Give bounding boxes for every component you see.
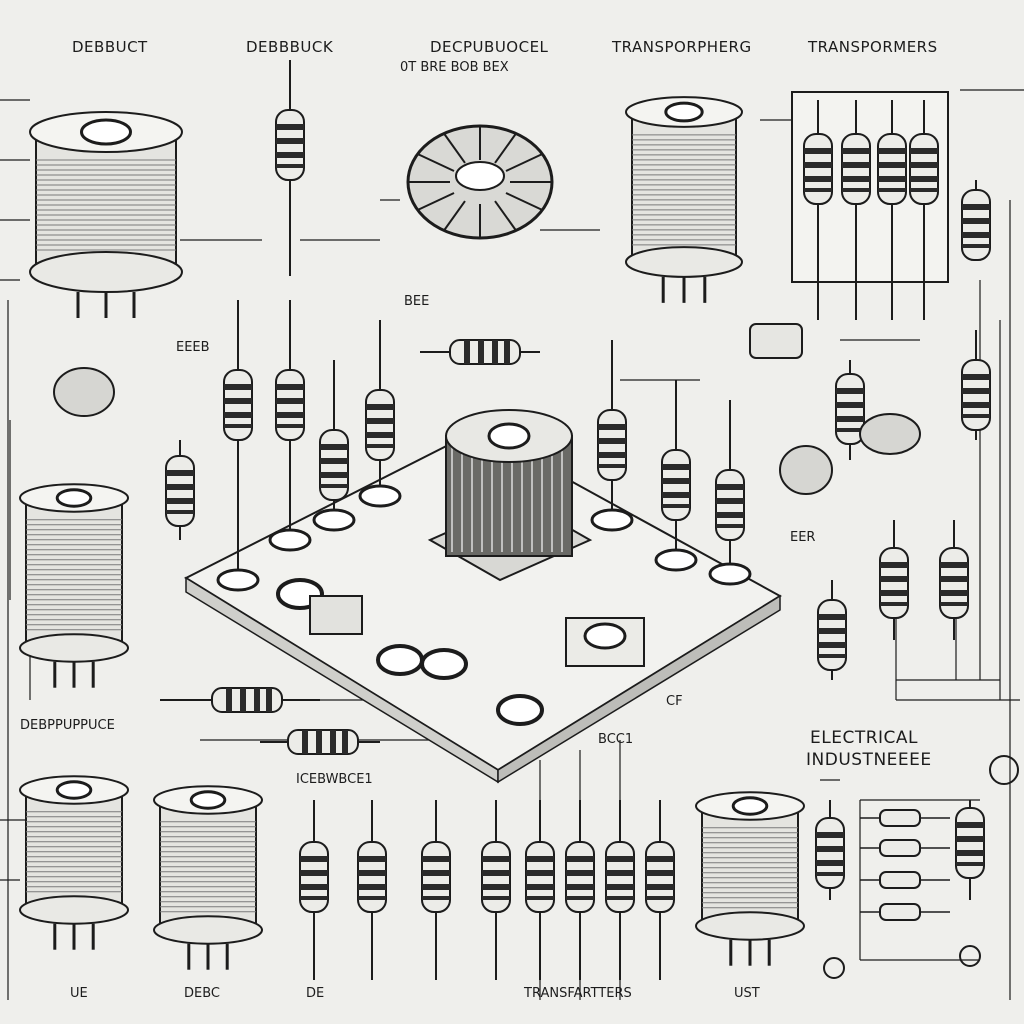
board-resistor [661,380,691,560]
resistor-horizontal-b [260,729,380,755]
board-ring [496,694,544,726]
network-resistor [879,871,921,889]
resistor-left [165,440,195,540]
label-top-small: 0T BRE BOB BEX [400,60,509,75]
resistor-right-d [835,360,865,460]
toroid-winding [417,192,455,211]
board-pad [708,562,752,586]
board-pad [358,484,402,508]
label-electrical: ELECTRICAL [810,728,919,748]
label-bcc1: BCC1 [598,732,634,747]
board-block-hole [583,622,627,650]
label-left-bottom-title: DEBPPUPPUCE [20,718,115,733]
capacitor-right [859,413,921,455]
coil-bottom-mid [153,785,263,970]
bottom-resistor [421,800,451,980]
header-debbbuck: DEBBBUCK [246,38,334,56]
panel-resistor [803,100,833,320]
board-ring [420,648,468,680]
toroid-winding [505,153,543,172]
footer-ue: UE [70,986,88,1001]
board-resistor [319,360,349,520]
bottom-resistor [357,800,387,980]
header-debbuct: DEBBUCT [72,38,148,56]
header-transpormers: TRANSPORMERS [808,38,938,56]
resistor-right-top [961,180,991,261]
network-resistor [879,809,921,827]
resistor-right-b [939,520,969,640]
toroid-winding [443,200,466,232]
board-edge-right [497,594,781,784]
label-eeeb: EEEB [176,340,210,355]
toroid-winding [417,153,455,172]
board-resistor [597,340,627,520]
resistor-right-a [879,520,909,640]
coil-mid-left [19,483,129,688]
label-industneeee: INDUSTNEEEE [806,750,932,770]
symbol-circle [959,945,981,967]
panel-resistor [877,100,907,320]
board-pad [312,508,356,532]
resistor-right-mid [961,330,991,440]
symbol-circle [823,957,845,979]
bottom-resistor [605,800,635,980]
capacitor-left [53,367,115,417]
panel-resistor [909,100,939,320]
bottom-resistor [299,800,329,980]
board-resistor [715,400,745,574]
toroid-winding [443,132,466,164]
network-resistor [879,839,921,857]
resistor-right-c [817,580,847,680]
transformer-top-right [625,96,743,303]
resistor-bottom-right-a [815,800,845,900]
label-cf: CF [666,694,683,709]
toroid-hole [455,161,505,191]
toroid-winding [494,132,517,164]
symbol-circle [989,755,1019,785]
resistor-horizontal-a [160,687,320,713]
header-decpubuocel: DECPUBUOCEL [430,38,549,56]
connector-right [749,323,803,359]
toroid-winding [505,192,543,211]
panel-resistor [841,100,871,320]
footer-transfartters: TRANSFARTTERS [524,986,632,1001]
board-pad [268,528,312,552]
footer-de: DE [306,986,325,1001]
coil-bottom-left [19,775,129,950]
heatsink-hole [487,422,531,450]
board-pad [216,568,260,592]
toroid-winding [494,200,517,232]
board-resistor [275,300,305,540]
resistor-top-center [275,60,305,276]
coil-top-left [29,111,183,318]
board-chip [309,595,363,635]
bottom-resistor [525,800,555,980]
capacitor-right-b [779,445,833,495]
label-eer: EER [790,530,816,545]
resistor-bottom-right-b [955,800,985,900]
resistor-diag [420,339,540,365]
network-resistor [879,903,921,921]
label-bee: BEE [404,294,430,309]
board-pad [654,548,698,572]
label-bottom-mid-title: ICEBWBCE1 [296,772,373,787]
footer-debc: DEBC [184,986,220,1001]
board-ring [376,644,424,676]
bottom-resistor [645,800,675,980]
footer-ust: UST [734,986,760,1001]
coil-bottom-right [695,791,805,966]
bottom-resistor [481,800,511,980]
bottom-resistor [565,800,595,980]
board-pad [590,508,634,532]
board-resistor [223,300,253,580]
header-transporpherg: TRANSPORPHERG [612,38,752,56]
board-resistor [365,320,395,496]
